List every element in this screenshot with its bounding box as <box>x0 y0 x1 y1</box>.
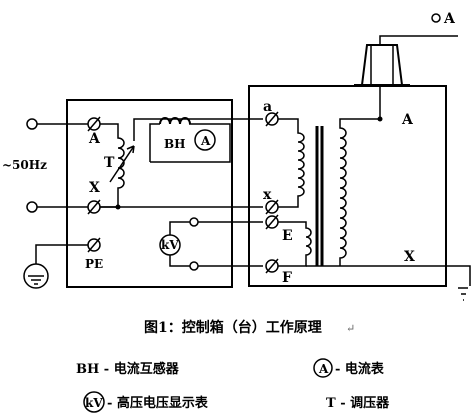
kv-to-tr-wires <box>198 221 263 267</box>
legend-t: T - 调压器 <box>326 396 390 411</box>
legend: BH - 电流互感器 A - 电流表 kV - 高压电压显示表 T - 调压器 <box>76 358 390 413</box>
regulator-winding <box>100 123 125 208</box>
input-wires <box>37 123 88 208</box>
ctrl-pe-label: PE <box>85 257 103 271</box>
output-terminal <box>431 13 441 23</box>
tr-ground-symbol <box>458 287 468 301</box>
transformer-tank <box>248 85 447 287</box>
legend-ammeter-symbol-text: A <box>318 362 329 376</box>
kv-leads <box>169 221 190 267</box>
primary-winding <box>278 118 305 208</box>
main-lead-a <box>133 118 263 141</box>
tr-x-high-label: X <box>404 249 415 265</box>
ctrl-a-label: A <box>88 131 101 147</box>
tr-screw-slashes <box>265 111 279 274</box>
legend-kv-symbol <box>83 391 105 413</box>
measure-winding <box>278 221 312 267</box>
output-bushing <box>354 44 410 86</box>
figure-caption: 图1：控制箱（台）工作原理 <box>144 319 322 336</box>
caption-return-mark: ↵ <box>346 322 355 335</box>
tr-e-label: E <box>282 228 293 244</box>
tr-x-low-label: x <box>263 187 272 203</box>
secondary-winding <box>339 85 381 266</box>
ctrl-screw-slashes <box>87 116 101 253</box>
legend-kv-symbol-text: kV <box>85 396 103 410</box>
tr-f-label: F <box>282 270 292 286</box>
output-a-label: A <box>443 11 456 27</box>
ctrl-x-label: X <box>89 180 100 196</box>
regulator-arrow <box>109 145 135 183</box>
output-lead <box>379 35 458 45</box>
tr-a-low-label: a <box>263 99 272 115</box>
ammeter-symbol <box>194 129 216 151</box>
tr-common-return <box>306 265 471 286</box>
kv-label: kV <box>161 238 179 252</box>
bh-loop <box>149 123 231 163</box>
ctrl-t-label: T <box>104 155 115 171</box>
legend-ammeter-symbol <box>313 358 333 378</box>
legend-kv: - 高压电压显示表 <box>107 395 209 411</box>
bh-label: BH <box>164 137 185 151</box>
ammeter-label: A <box>200 134 211 148</box>
kv-terminals <box>189 217 199 271</box>
secondary-junction <box>377 116 383 122</box>
control-box <box>66 99 233 288</box>
pe-ground-symbol <box>23 244 88 289</box>
legend-bh: BH - 电流互感器 <box>76 361 180 377</box>
input-terminals <box>26 118 38 213</box>
tr-a-high-label: A <box>401 112 414 128</box>
transformer-core <box>315 126 324 266</box>
bh-coil <box>159 117 191 125</box>
legend-ammeter: - 电流表 <box>335 361 385 377</box>
freq-label: ~50Hz <box>2 158 47 172</box>
